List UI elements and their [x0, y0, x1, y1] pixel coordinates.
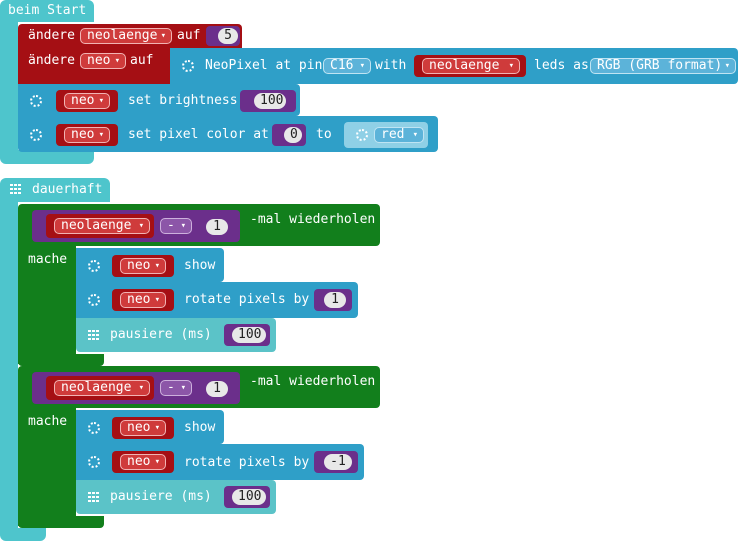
chevron-down-icon: ▾ — [160, 31, 166, 41]
chevron-down-icon: ▾ — [180, 383, 186, 393]
show-label: show — [184, 420, 216, 435]
chevron-down-icon: ▾ — [154, 457, 160, 467]
forever-foot — [0, 528, 46, 541]
operator-dropdown[interactable]: -▾ — [160, 218, 192, 234]
chevron-down-icon: ▾ — [508, 61, 514, 71]
leds-as-label: leds as — [534, 58, 589, 73]
neopixel-icon — [182, 60, 194, 72]
number-value[interactable]: 1 — [206, 381, 228, 397]
to-label: auf — [130, 53, 154, 68]
chevron-down-icon: ▾ — [412, 130, 418, 140]
on-start-body — [0, 22, 18, 156]
set-brightness-label: set brightness — [128, 93, 238, 108]
set-label: ändere — [28, 53, 75, 68]
var-dropdown-neo[interactable]: neo▾ — [64, 93, 110, 109]
repeat-label: -mal wiederholen — [250, 374, 376, 389]
color-dropdown[interactable]: red▾ — [374, 127, 424, 143]
var-dropdown-neolaenge[interactable]: neolaenge▾ — [422, 58, 520, 74]
repeat-label: -mal wiederholen — [250, 212, 376, 227]
neopixel-icon — [30, 129, 42, 141]
chevron-down-icon: ▾ — [154, 295, 160, 305]
repeat-block-body — [18, 408, 76, 526]
grid-icon — [88, 330, 100, 340]
var-dropdown-neo[interactable]: neo▾ — [120, 258, 166, 274]
var-dropdown-neo[interactable]: neo▾ — [64, 127, 110, 143]
do-label: mache — [28, 414, 68, 429]
repeat-block-foot — [18, 354, 104, 366]
on-start-block[interactable] — [0, 0, 94, 22]
repeat-block-body — [18, 246, 76, 364]
grid-icon — [10, 184, 22, 194]
chevron-down-icon: ▾ — [154, 423, 160, 433]
number-value[interactable]: 100 — [254, 93, 286, 109]
to-label: to — [316, 127, 332, 142]
repeat-block-foot — [18, 516, 104, 528]
var-dropdown-neolaenge[interactable]: neolaenge▾ — [80, 28, 172, 44]
pause-label: pausiere (ms) — [110, 327, 212, 342]
pin-dropdown[interactable]: C16▾ — [323, 58, 371, 74]
with-label: with — [375, 58, 407, 73]
number-value[interactable]: 1 — [206, 219, 228, 235]
var-dropdown-neolaenge[interactable]: neolaenge▾ — [54, 380, 150, 396]
chevron-down-icon: ▾ — [724, 61, 730, 71]
neopixel-icon — [88, 422, 100, 434]
neopixel-at-pin-label: NeoPixel at pin — [205, 58, 323, 73]
do-label: mache — [28, 252, 68, 267]
set-pixel-color-label: set pixel color at — [128, 127, 269, 142]
forever-body — [0, 202, 18, 532]
number-value[interactable]: 5 — [218, 28, 238, 44]
forever-label: dauerhaft — [32, 182, 103, 197]
number-value[interactable]: 100 — [232, 489, 266, 505]
number-value[interactable]: 0 — [284, 127, 302, 143]
neopixel-icon — [30, 95, 42, 107]
show-label: show — [184, 258, 216, 273]
number-value[interactable]: 100 — [232, 327, 266, 343]
pause-label: pausiere (ms) — [110, 489, 212, 504]
neopixel-icon — [88, 294, 100, 306]
on-start-foot — [0, 150, 94, 164]
chevron-down-icon: ▾ — [138, 383, 144, 393]
chevron-down-icon: ▾ — [98, 96, 104, 106]
chevron-down-icon: ▾ — [180, 221, 186, 231]
chevron-down-icon: ▾ — [114, 56, 120, 66]
var-dropdown-neo[interactable]: neo▾ — [80, 53, 126, 69]
mode-dropdown[interactable]: RGB (GRB format)▾ — [590, 58, 736, 74]
var-dropdown-neo[interactable]: neo▾ — [120, 292, 166, 308]
to-label: auf — [177, 28, 201, 43]
neopixel-icon — [356, 129, 368, 141]
number-value[interactable]: 1 — [324, 292, 346, 308]
var-dropdown-neo[interactable]: neo▾ — [120, 420, 166, 436]
rotate-pixels-label: rotate pixels by — [184, 455, 310, 470]
chevron-down-icon: ▾ — [138, 221, 144, 231]
grid-icon — [88, 492, 100, 502]
neopixel-icon — [88, 260, 100, 272]
chevron-down-icon: ▾ — [154, 261, 160, 271]
chevron-down-icon: ▾ — [98, 130, 104, 140]
operator-dropdown[interactable]: -▾ — [160, 380, 192, 396]
var-dropdown-neo[interactable]: neo▾ — [120, 454, 166, 470]
rotate-pixels-label: rotate pixels by — [184, 292, 310, 307]
on-start-label: beim Start — [8, 3, 87, 18]
chevron-down-icon: ▾ — [359, 61, 365, 71]
number-value[interactable]: -1 — [324, 454, 352, 470]
neopixel-icon — [88, 456, 100, 468]
set-label: ändere — [28, 28, 75, 43]
var-dropdown-neolaenge[interactable]: neolaenge▾ — [54, 218, 150, 234]
